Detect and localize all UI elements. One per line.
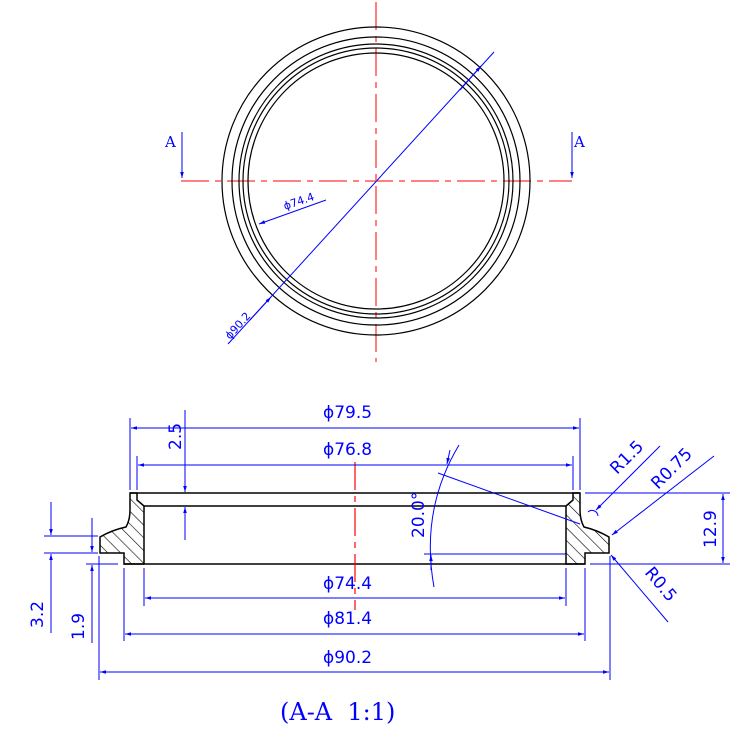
dim-line-outer-diameter <box>227 51 495 345</box>
r0-5-label: R0.5 <box>640 563 680 606</box>
dim-76-label: ϕ76.8 <box>323 440 372 460</box>
dim-leader-inner-diameter <box>258 199 327 225</box>
dim-90-label: ϕ90.2 <box>323 648 372 668</box>
dim-81-label: ϕ81.4 <box>323 609 372 629</box>
r1-5-leader <box>595 445 661 511</box>
ring-3 <box>238 43 514 319</box>
ring-4 <box>242 47 510 315</box>
right-profile <box>565 492 610 565</box>
dim-arrow-outer-b <box>459 65 482 91</box>
r1-5-label: R1.5 <box>606 437 648 479</box>
angle-arc <box>429 444 460 588</box>
dim-arrow-outer-a <box>249 296 272 321</box>
section-marker-left: A <box>164 133 176 151</box>
angle-ref-line <box>437 472 581 525</box>
dim-2-5-label: 2.5 <box>166 423 186 450</box>
left-profile <box>99 492 145 565</box>
dim-74-label: ϕ74.4 <box>323 574 372 594</box>
dim-12-9-label: 12.9 <box>701 510 721 548</box>
dim-1-9-label: 1.9 <box>69 613 89 640</box>
ring-outer <box>221 26 531 336</box>
section-view: ϕ79.5 ϕ76.8 2.5 20.0° R1.5 R0.75 R0.5 12… <box>28 403 730 726</box>
outer-diameter-label: ϕ90.2 <box>223 310 254 342</box>
r0-5-leader <box>610 554 669 623</box>
r1-5-arc <box>587 509 599 517</box>
ring-2 <box>231 36 521 326</box>
section-marker-right: A <box>573 133 585 151</box>
section-caption: (A-A 1:1) <box>280 698 395 726</box>
dim-79-label: ϕ79.5 <box>323 403 372 423</box>
dim-3-2-label: 3.2 <box>28 601 48 628</box>
ring-inner <box>247 52 505 310</box>
r0-75-leader <box>611 455 715 536</box>
angle-label: 20.0° <box>409 492 429 538</box>
angle-arrow-top <box>446 449 451 465</box>
top-view: A A ϕ90.2 ϕ74.4 <box>164 2 585 362</box>
